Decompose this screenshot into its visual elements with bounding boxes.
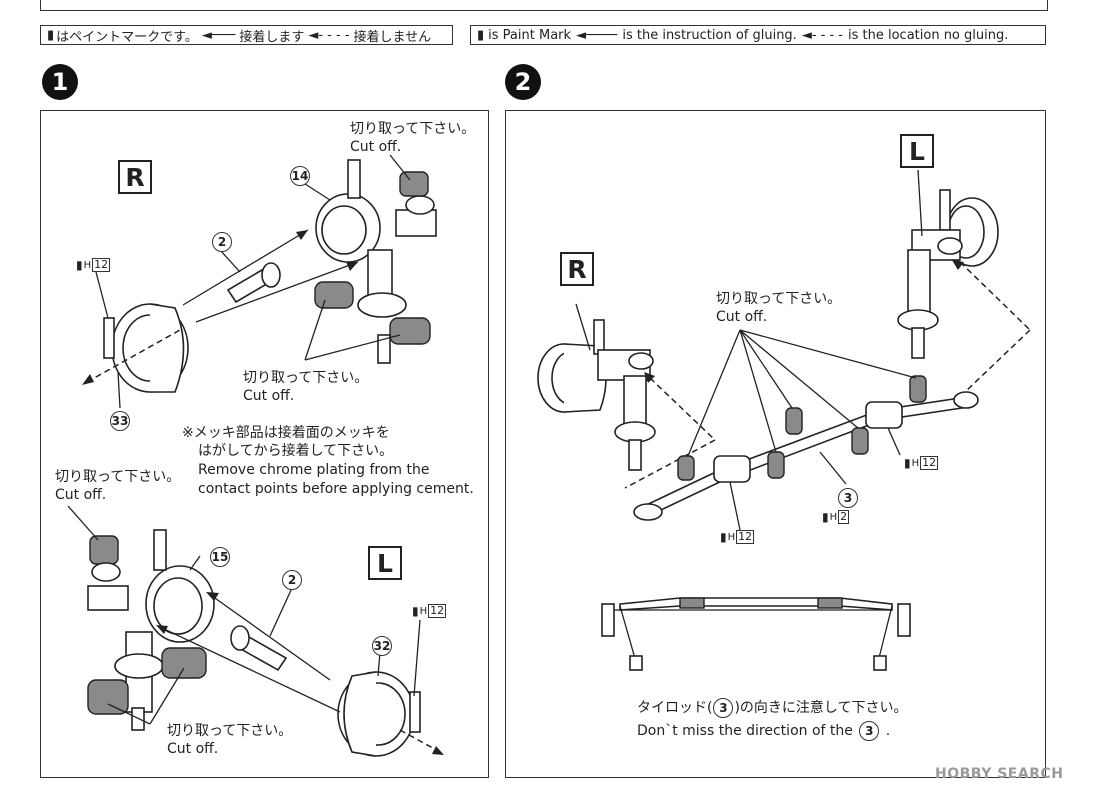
cut-off-en-step2: Cut off. — [716, 309, 768, 325]
glue-arrow-icon: ◄─── — [201, 27, 236, 43]
part-number-15: 15 — [210, 547, 230, 567]
paint-mark-icon: ▮ — [822, 510, 829, 524]
part-2-drawing-l — [230, 625, 288, 672]
part-number-32: 32 — [372, 636, 392, 656]
cut-off-jp-4: 切り取って下さい。 — [167, 723, 293, 739]
side-label-l-step2: L — [900, 134, 934, 168]
legend-jp-glue: 接着します — [239, 29, 305, 45]
legend-en-paint: is Paint Mark — [488, 27, 572, 43]
front-view-drawing — [601, 597, 911, 671]
legend-jp-noglue: 接着しません — [353, 29, 432, 45]
chrome-note-en-2: contact points before applying cement. — [198, 481, 474, 497]
part-32-drawing — [337, 671, 421, 757]
step-2-panel — [505, 110, 1046, 778]
paint-prefix: H — [911, 457, 920, 469]
paint-mark-icon: ▮ — [76, 258, 83, 272]
paint-ref: 12 — [92, 258, 111, 272]
side-label-l-step1: L — [368, 546, 402, 580]
legend-japanese: ▮ はペイントマークです。 ◄─── 接着します ◄- - - - 接着しません — [40, 25, 453, 45]
legend-english: ▮ is Paint Mark ◄──── is the instruction… — [470, 25, 1046, 45]
paint-prefix: H — [727, 531, 736, 543]
part-number-14: 14 — [290, 166, 310, 186]
part-33-drawing — [103, 303, 189, 393]
tie-rod-note-en-b: . — [885, 723, 891, 739]
paint-mark-r-step1: ▮ H 12 — [76, 258, 111, 272]
watermark: HOBBY SEARCH — [935, 766, 1064, 782]
paint-prefix: H — [829, 511, 838, 523]
no-glue-arrow-icon: ◄- - - - — [801, 27, 843, 43]
cut-off-jp-3: 切り取って下さい。 — [55, 469, 181, 485]
paint-mark-icon: ▮ — [477, 27, 485, 43]
paint-mark-12-right: ▮ H 12 — [904, 456, 939, 470]
side-label-r-step1: R — [118, 160, 152, 194]
knuckle-l-drawing — [897, 189, 999, 359]
legend-en-noglue: is the location no gluing. — [848, 27, 1009, 43]
part-number-3-inline-en: 3 — [859, 721, 880, 741]
cut-off-en-2: Cut off. — [243, 388, 295, 404]
tie-rod-note-en-a: Don`t miss the direction of the — [637, 723, 853, 739]
tie-rod-note-jp: タイロッド(3)の向きに注意して下さい。 — [637, 698, 908, 718]
paint-mark-l-step1: ▮ H 12 — [412, 604, 447, 618]
paint-ref: 12 — [920, 456, 939, 470]
paint-mark-icon: ▮ — [904, 456, 911, 470]
part-number-3-inline: 3 — [713, 698, 734, 718]
glue-arrow-icon: ◄──── — [576, 27, 618, 43]
part-14-drawing — [314, 159, 437, 364]
paint-ref: 2 — [838, 510, 850, 524]
paint-mark-icon: ▮ — [720, 530, 727, 544]
chrome-note-en-1: Remove chrome plating from the — [198, 462, 430, 478]
cut-off-jp-1: 切り取って下さい。 — [350, 121, 476, 137]
legend-en-glue: is the instruction of gluing. — [622, 27, 797, 43]
tie-rod-note-jp-a: タイロッド( — [637, 700, 713, 716]
paint-ref: 12 — [428, 604, 447, 618]
cut-off-en-1: Cut off. — [350, 139, 402, 155]
part-number-2-r: 2 — [212, 232, 232, 252]
chrome-note-jp-2: はがしてから接着して下さい。 — [198, 443, 394, 459]
paint-mark-icon: ▮ — [47, 27, 55, 43]
part-number-33: 33 — [110, 411, 130, 431]
paint-mark-icon: ▮ — [412, 604, 419, 618]
step-1-badge: 1 — [42, 64, 78, 100]
part-3-tie-rod-drawing — [633, 375, 979, 521]
paint-ref: 12 — [736, 530, 755, 544]
no-glue-arrow-icon: ◄- - - - — [308, 27, 350, 43]
side-label-r-step2: R — [560, 252, 594, 286]
knuckle-r-drawing — [537, 319, 656, 471]
cut-off-jp-2: 切り取って下さい。 — [243, 370, 369, 386]
cut-off-en-3: Cut off. — [55, 487, 107, 503]
paint-prefix: H — [419, 605, 428, 617]
part-number-3: 3 — [838, 488, 858, 508]
step-2-badge: 2 — [505, 64, 541, 100]
chrome-note-jp-1: ※メッキ部品は接着面のメッキを — [182, 425, 390, 441]
legend-jp-paint: はペイントマークです。 — [56, 29, 198, 45]
top-frame — [40, 0, 1048, 11]
part-number-2-l: 2 — [282, 570, 302, 590]
tie-rod-note-jp-b: )の向きに注意して下さい。 — [734, 700, 908, 716]
tie-rod-note-en: Don`t miss the direction of the 3 . — [637, 721, 890, 741]
cut-off-jp-step2: 切り取って下さい。 — [716, 291, 842, 307]
part-15-drawing — [87, 529, 215, 731]
paint-prefix: H — [83, 259, 92, 271]
step-1-panel — [40, 110, 489, 778]
paint-mark-2: ▮ H 2 — [822, 510, 850, 524]
paint-mark-12-left: ▮ H 12 — [720, 530, 755, 544]
cut-off-en-4: Cut off. — [167, 741, 219, 757]
part-2-drawing-r — [226, 262, 281, 304]
